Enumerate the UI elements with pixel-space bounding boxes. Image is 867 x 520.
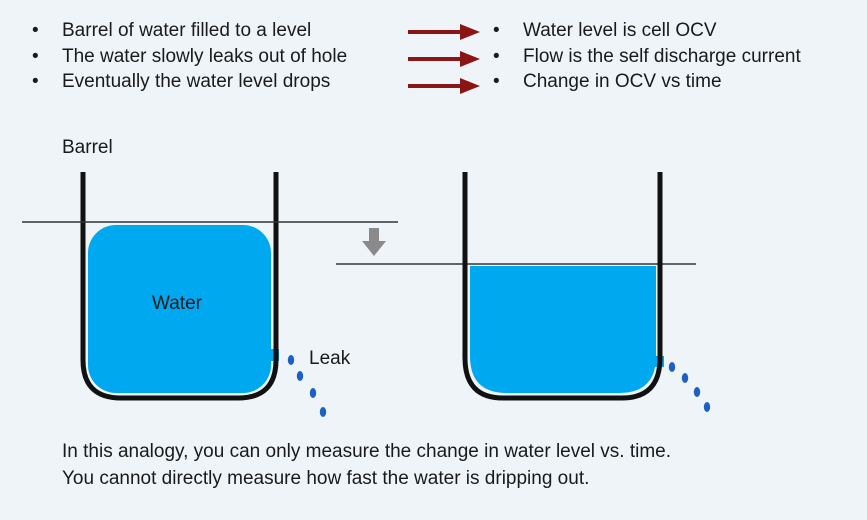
- leak-hole: [648, 356, 664, 367]
- full-barrel: [80, 172, 279, 401]
- caption: In this analogy, you can only measure th…: [62, 438, 671, 492]
- caption-line-2: You cannot directly measure how fast the…: [62, 468, 590, 489]
- barrel-label: Barrel: [62, 137, 113, 158]
- water-drops-left: [287, 355, 327, 417]
- caption-line-1: In this analogy, you can only measure th…: [62, 441, 672, 462]
- water-body-full: [88, 225, 271, 393]
- barrel-outline: [80, 172, 279, 401]
- right-arrow-icon: [408, 78, 480, 94]
- left-bullet-list: Barrel of water filled to a level The wa…: [32, 18, 347, 95]
- barrel-outline: [462, 172, 663, 401]
- left-bullet-1: Barrel of water filled to a level: [32, 18, 347, 44]
- right-bullet-3: Change in OCV vs time: [493, 69, 801, 95]
- drained-barrel: [462, 172, 664, 401]
- leak-label: Leak: [309, 348, 351, 369]
- right-arrow-icon: [408, 51, 480, 67]
- water-drops-right: [668, 362, 711, 412]
- left-bullet-2: The water slowly leaks out of hole: [32, 44, 347, 70]
- right-arrow-icon: [408, 24, 480, 40]
- right-bullet-2: Flow is the self discharge current: [493, 44, 801, 70]
- left-bullet-3: Eventually the water level drops: [32, 69, 347, 95]
- right-bullet-1: Water level is cell OCV: [493, 18, 801, 44]
- water-label: Water: [152, 293, 202, 314]
- right-bullet-list: Water level is cell OCV Flow is the self…: [493, 18, 801, 95]
- down-arrow-icon: [362, 228, 386, 256]
- water-body-low: [470, 266, 656, 393]
